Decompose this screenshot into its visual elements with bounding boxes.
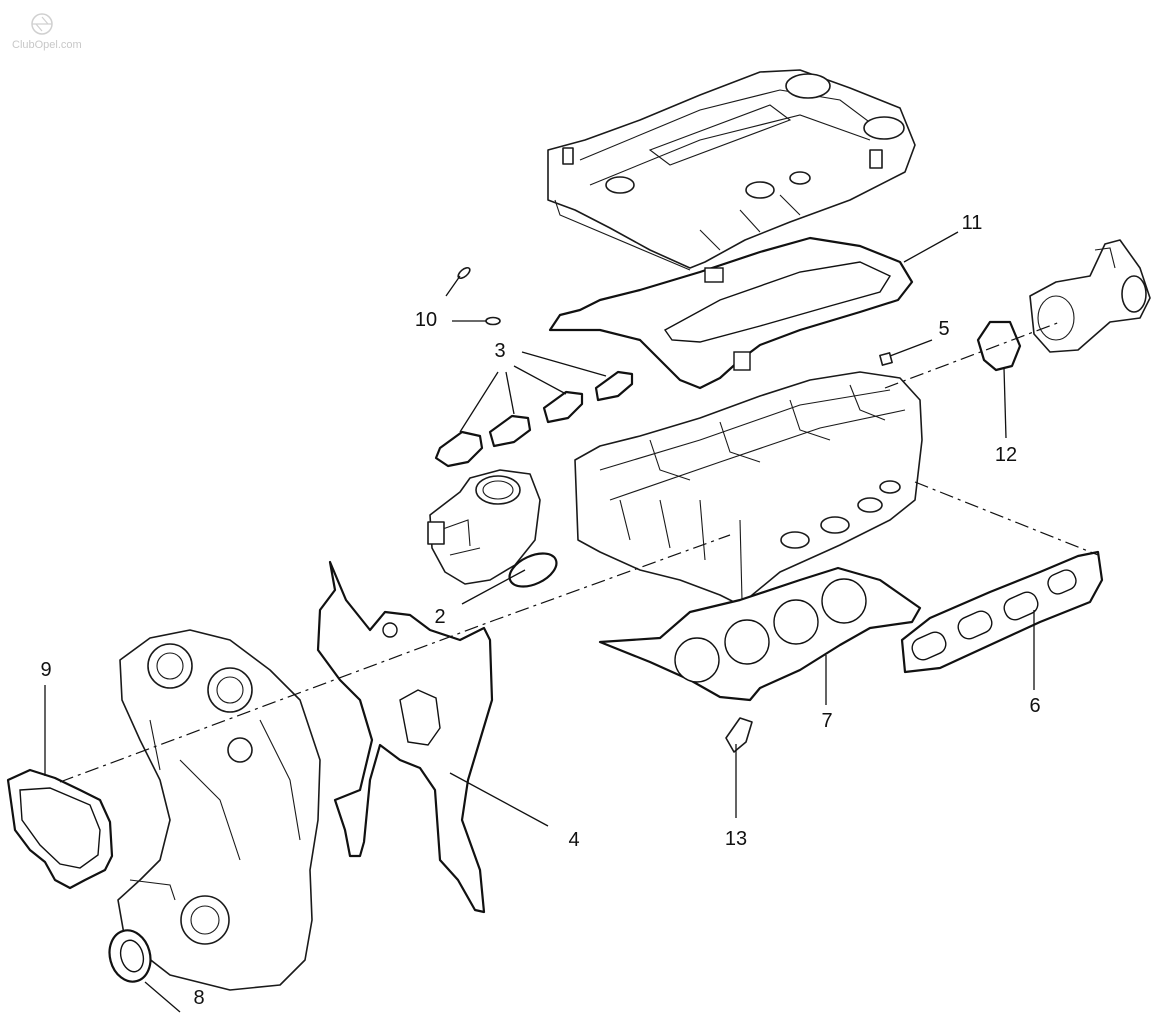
timing-cover xyxy=(117,629,321,991)
timing-cover-gasket xyxy=(316,560,494,914)
small-seal-13 xyxy=(725,717,753,753)
cylinder-head xyxy=(574,371,923,606)
crankshaft-seal xyxy=(108,929,152,983)
thermostat-housing xyxy=(1029,239,1151,353)
leader-lines xyxy=(44,231,1035,1013)
callout-5: 5 xyxy=(938,318,949,340)
cylinder-head-gasket xyxy=(598,566,922,702)
callout-7: 7 xyxy=(821,710,832,732)
callout-13: 13 xyxy=(725,828,747,850)
throttle-body xyxy=(427,469,541,585)
callout-6: 6 xyxy=(1029,695,1040,717)
exhaust-manifold-gasket xyxy=(900,550,1104,674)
intake-port-gaskets xyxy=(434,370,634,468)
valve-cover xyxy=(547,69,916,271)
alignment-lines xyxy=(59,321,1099,783)
callout-9: 9 xyxy=(40,659,51,681)
valve-cover-gasket xyxy=(548,236,914,390)
watermark: ClubOpel.com xyxy=(12,13,82,51)
callout-11: 11 xyxy=(962,212,983,234)
callout-12: 12 xyxy=(995,444,1017,466)
throttle-body-gasket xyxy=(508,552,558,588)
small-o-rings xyxy=(457,266,501,326)
callout-4: 4 xyxy=(568,829,579,851)
thermostat-gasket xyxy=(976,320,1022,372)
callout-10: 10 xyxy=(415,309,437,331)
callout-2: 2 xyxy=(434,606,445,628)
water-pump-gasket xyxy=(6,768,114,890)
callout-labels: 2 3 4 5 6 7 8 9 10 11 12 13 xyxy=(40,212,1040,1009)
plug-seal xyxy=(879,352,893,366)
callout-3: 3 xyxy=(494,340,505,362)
watermark-text: ClubOpel.com xyxy=(12,39,82,51)
callout-8: 8 xyxy=(193,987,204,1009)
